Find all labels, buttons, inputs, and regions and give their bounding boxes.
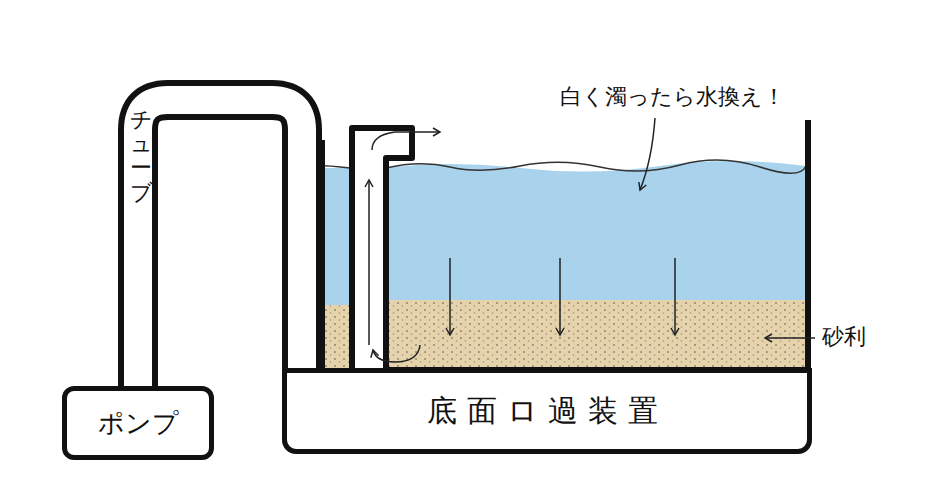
- tube-inner: [138, 100, 302, 386]
- flow-arrow: [559, 258, 561, 335]
- pump-box: ポンプ: [62, 386, 214, 460]
- flow-arrow: [372, 132, 440, 150]
- filter-box: 底面ロ過装置: [282, 368, 812, 454]
- flow-arrow: [449, 258, 451, 335]
- air-tube: [138, 100, 302, 386]
- leader-line: [765, 337, 815, 339]
- leader-line: [640, 118, 655, 190]
- flow-arrow: [368, 180, 370, 345]
- flow-arrow: [373, 345, 420, 362]
- lift-pipe: [352, 128, 806, 378]
- node-text: 底面ロ過装置: [427, 391, 668, 432]
- water-surface: [386, 160, 806, 173]
- tube-outline: [138, 100, 302, 386]
- gravel-label: 砂利: [822, 322, 866, 352]
- tube-label: チューブ: [130, 108, 152, 205]
- gravel: [386, 300, 806, 370]
- note-label: 白く濁ったら水換え！: [560, 82, 785, 112]
- node-text: ポンプ: [98, 406, 179, 441]
- gravel: [386, 300, 806, 370]
- flow-arrow: [674, 258, 676, 335]
- tank-wall: [805, 120, 811, 378]
- water: [386, 161, 806, 300]
